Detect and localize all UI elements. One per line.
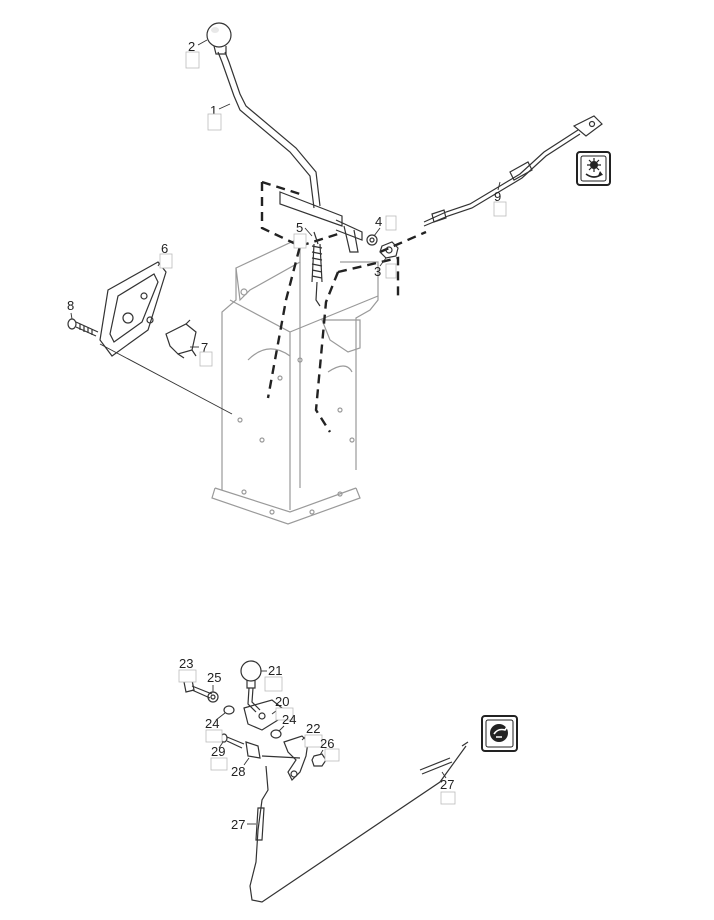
nut-26	[311, 753, 327, 767]
clip-28	[245, 741, 261, 759]
callout-3: 3	[374, 257, 397, 279]
callout-23: 23	[178, 656, 197, 683]
label-24-left: 24	[205, 716, 219, 731]
callout-27b: 27	[440, 771, 456, 805]
speed-rabbit-icon	[481, 715, 518, 752]
label-28: 28	[231, 764, 245, 779]
label-9: 9	[494, 189, 501, 204]
label-27-right: 27	[440, 777, 454, 792]
assembly-leader-line	[99, 343, 233, 415]
callout-28: 28	[231, 757, 250, 779]
washer-25	[207, 691, 219, 703]
label-26: 26	[320, 736, 334, 751]
bracket-22	[261, 735, 309, 782]
label-2: 2	[188, 39, 195, 54]
label-25: 25	[207, 670, 221, 685]
callout-5: 5	[293, 220, 313, 249]
label-21: 21	[268, 663, 282, 678]
label-20: 20	[275, 694, 289, 709]
bottom-assembly: 21 23 25 24 20 24 22	[178, 656, 518, 903]
label-6: 6	[161, 241, 168, 256]
label-27-left: 27	[231, 817, 245, 832]
control-rod	[249, 741, 469, 903]
label-7: 7	[201, 340, 208, 355]
dashed-routing-lines	[260, 180, 427, 433]
shift-lever	[217, 51, 363, 253]
control-cable	[423, 115, 603, 227]
label-24-right: 24	[282, 712, 296, 727]
callout-21: 21	[261, 663, 282, 692]
washer-24a	[223, 705, 235, 715]
callout-26: 26	[319, 736, 340, 762]
steering-column-frame	[211, 237, 379, 525]
callout-2: 2	[185, 39, 208, 69]
callout-7: 7	[190, 340, 213, 367]
label-23: 23	[179, 656, 193, 671]
top-assembly: 2 1 5 4 3 9 6	[67, 22, 611, 525]
callout-1: 1	[207, 103, 231, 131]
pto-engage-icon	[576, 151, 611, 186]
callout-4: 4	[373, 214, 397, 237]
callout-24b: 24	[278, 712, 296, 732]
callout-9: 9	[493, 181, 507, 217]
label-8: 8	[67, 298, 74, 313]
label-3: 3	[374, 264, 381, 279]
callout-22: 22	[301, 721, 323, 748]
bolt	[67, 318, 99, 337]
callout-24a: 24	[205, 712, 226, 743]
callout-6: 6	[157, 241, 173, 269]
switch-bracket	[165, 319, 197, 359]
label-22: 22	[306, 721, 320, 736]
label-1: 1	[210, 103, 217, 118]
washer-and-nut	[366, 234, 399, 259]
return-spring	[311, 231, 323, 307]
callout-27a: 27	[231, 817, 256, 832]
washer-24b	[270, 729, 282, 739]
label-5: 5	[296, 220, 303, 235]
callout-29: 29	[210, 741, 228, 771]
callout-20: 20	[271, 694, 294, 721]
label-29: 29	[211, 744, 225, 759]
callout-8: 8	[67, 298, 74, 320]
callout-25: 25	[207, 670, 221, 692]
shift-knob	[206, 22, 232, 55]
label-4: 4	[375, 214, 382, 229]
cover-plate	[99, 261, 167, 357]
